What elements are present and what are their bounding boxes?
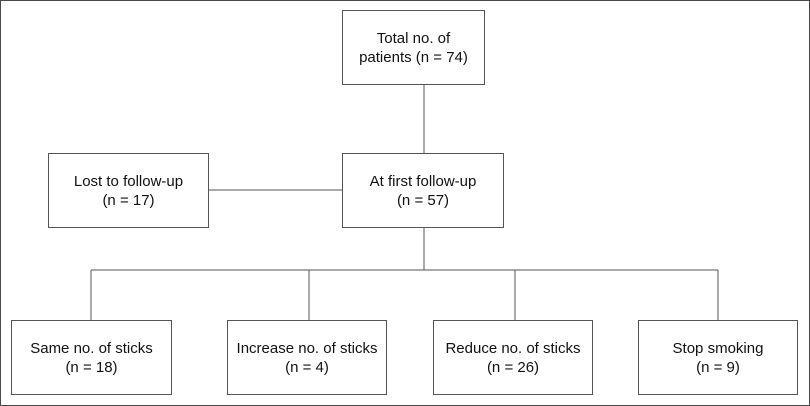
reduce-sticks-box: Reduce no. of sticks (n = 26) [433,320,593,395]
total-patients-line2: patients (n = 74) [359,48,468,66]
stop-smoking-box: Stop smoking (n = 9) [638,320,798,395]
increase-sticks-line2: (n = 4) [285,358,329,376]
reduce-sticks-line2: (n = 26) [486,358,540,376]
first-followup-box: At first follow-up (n = 57) [342,153,504,228]
lost-to-followup-line2: (n = 17) [102,191,155,209]
lost-to-followup-box: Lost to follow-up (n = 17) [48,153,209,228]
total-patients-box: Total no. of patients (n = 74) [342,10,485,85]
same-sticks-line1: Same no. of sticks [30,339,153,357]
stop-smoking-line1: Stop smoking [672,339,764,357]
same-sticks-box: Same no. of sticks (n = 18) [11,320,172,395]
increase-sticks-line1: Increase no. of sticks [236,339,378,357]
first-followup-line2: (n = 57) [396,191,450,209]
reduce-sticks-line1: Reduce no. of sticks [445,339,581,357]
increase-sticks-box: Increase no. of sticks (n = 4) [227,320,387,395]
stop-smoking-line2: (n = 9) [696,358,740,376]
lost-to-followup-line1: Lost to follow-up [73,172,184,190]
total-patients-line1: Total no. of [376,29,451,47]
first-followup-line1: At first follow-up [369,172,477,190]
same-sticks-line2: (n = 18) [65,358,118,376]
